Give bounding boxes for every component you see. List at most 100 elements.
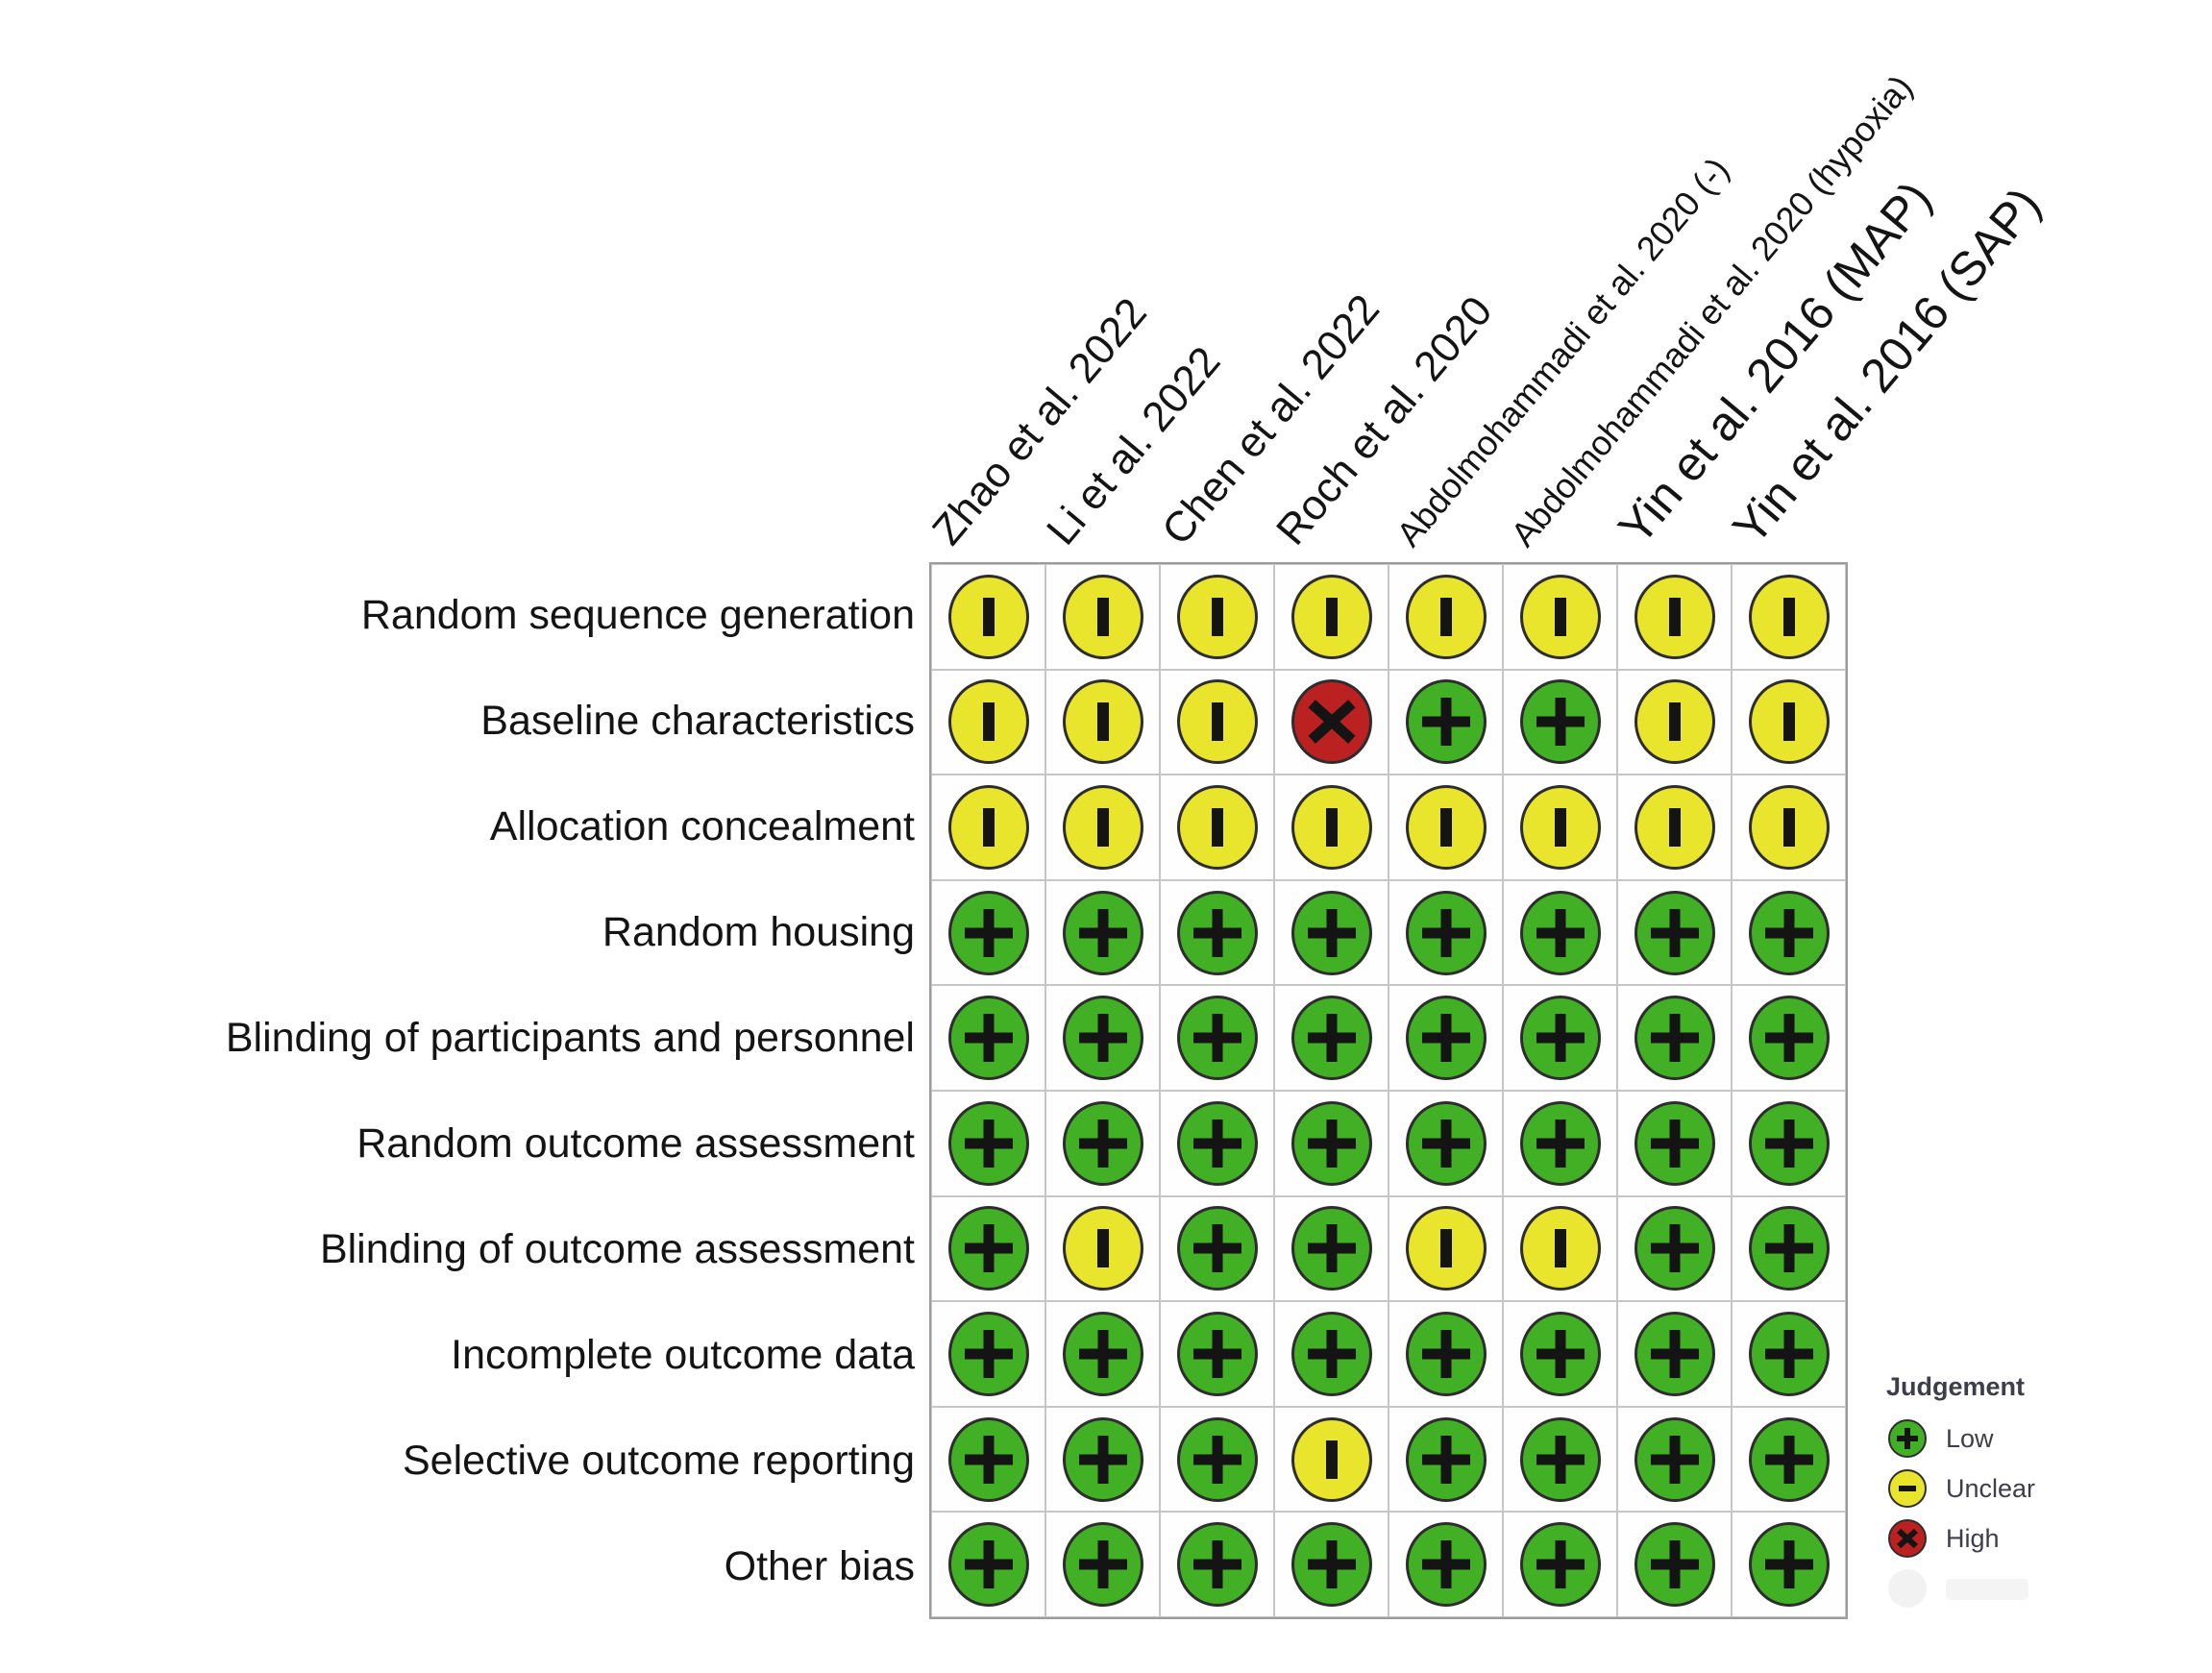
judgement-low-icon	[1634, 890, 1715, 975]
rob-cell-r7-c7	[1732, 1301, 1846, 1407]
judgement-low-icon	[1634, 1100, 1715, 1186]
rob-cell-r2-c5	[1503, 775, 1617, 880]
rob-cell-r2-c7	[1732, 775, 1846, 880]
judgement-low-icon	[1405, 1416, 1487, 1502]
row-label-domain-5: Random outcome assessment	[356, 1120, 915, 1167]
rob-cell-r9-c4	[1389, 1512, 1503, 1617]
rob-cell-r8-c7	[1732, 1406, 1846, 1513]
row-label-domain-0: Random sequence generation	[360, 592, 915, 638]
judgement-low-icon	[1290, 1311, 1372, 1396]
rob-cell-r3-c4	[1389, 879, 1503, 986]
rob-cell-r0-c5	[1503, 564, 1617, 670]
rob-cell-r9-c2	[1160, 1512, 1274, 1617]
row-label-domain-2: Allocation concealment	[489, 803, 915, 849]
rob-cell-r9-c0	[931, 1512, 1045, 1617]
rob-cell-r1-c4	[1389, 669, 1503, 775]
judgement-low-icon	[1405, 1522, 1487, 1608]
column-header-study-5: Abdolmohammadi et al. 2020 (hypoxia)	[1503, 67, 1921, 554]
judgement-low-icon	[1405, 679, 1487, 765]
legend-label-unclear: Unclear	[1946, 1474, 2036, 1503]
judgement-unclear-icon	[1519, 1206, 1601, 1292]
judgement-low-icon	[1176, 890, 1258, 975]
judgement-low-icon	[1062, 996, 1143, 1081]
rob-cell-r3-c2	[1160, 879, 1274, 986]
judgement-unclear-icon	[1519, 574, 1601, 659]
rob-cell-r4-c7	[1732, 985, 1846, 1091]
legend-ghost-label	[1946, 1579, 2028, 1600]
judgement-unclear-icon	[1405, 574, 1487, 659]
rob-cell-r6-c3	[1274, 1195, 1389, 1302]
rob-cell-r9-c7	[1732, 1512, 1846, 1617]
column-header-study-2: Chen et al. 2022	[1152, 285, 1389, 554]
rob-cell-r8-c3	[1274, 1406, 1389, 1513]
rob-cell-r8-c6	[1617, 1406, 1732, 1513]
judgement-low-icon	[1290, 890, 1372, 975]
judgement-low-icon	[1290, 1206, 1372, 1292]
judgement-low-icon	[1748, 1206, 1830, 1292]
rob-cell-r3-c0	[931, 879, 1045, 986]
rob-cell-r2-c0	[931, 775, 1045, 880]
judgement-unclear-icon	[1290, 784, 1372, 870]
judgement-low-icon	[1519, 679, 1601, 765]
judgement-unclear-icon	[1062, 784, 1143, 870]
rob-cell-r3-c6	[1617, 879, 1732, 986]
judgement-unclear-icon	[1634, 679, 1715, 765]
rob-cell-r4-c4	[1389, 985, 1503, 1091]
rob-cell-r2-c1	[1045, 775, 1160, 880]
rob-cell-r6-c0	[931, 1195, 1045, 1302]
rob-cell-r5-c1	[1045, 1090, 1160, 1196]
rob-cell-r7-c4	[1389, 1301, 1503, 1407]
rob-cell-r4-c0	[931, 985, 1045, 1091]
judgement-unclear-icon	[1062, 574, 1143, 659]
column-header-study-3: Roch et al. 2020	[1267, 287, 1502, 554]
judgement-low-icon	[1519, 1100, 1601, 1186]
judgement-low-icon	[1634, 1206, 1715, 1292]
row-label-domain-4: Blinding of participants and personnel	[225, 1015, 915, 1061]
rob-cell-r7-c2	[1160, 1301, 1274, 1407]
judgement-low-icon	[1405, 1311, 1487, 1396]
judgement-low-icon	[1062, 1522, 1143, 1608]
rob-cell-r7-c3	[1274, 1301, 1389, 1407]
rob-cell-r4-c3	[1274, 985, 1389, 1091]
rob-cell-r7-c1	[1045, 1301, 1160, 1407]
judgement-low-icon	[947, 1522, 1029, 1608]
rob-cell-r5-c2	[1160, 1090, 1274, 1196]
judgement-unclear-icon	[1405, 784, 1487, 870]
rob-cell-r5-c5	[1503, 1090, 1617, 1196]
rob-cell-r5-c3	[1274, 1090, 1389, 1196]
judgement-low-icon	[1176, 1100, 1258, 1186]
judgement-low-icon	[1290, 1100, 1372, 1186]
rob-cell-r6-c5	[1503, 1195, 1617, 1302]
rob-cell-r1-c7	[1732, 669, 1846, 775]
judgement-low-icon	[947, 1100, 1029, 1186]
judgement-unclear-icon	[1519, 784, 1601, 870]
rob-cell-r3-c1	[1045, 879, 1160, 986]
rob-cell-r4-c2	[1160, 985, 1274, 1091]
rob-cell-r9-c5	[1503, 1512, 1617, 1617]
rob-cell-r5-c7	[1732, 1090, 1846, 1196]
rob-cell-r8-c2	[1160, 1406, 1274, 1513]
judgement-low-icon	[947, 996, 1029, 1081]
legend-ghost-circle-icon	[1888, 1569, 1927, 1608]
rob-cell-r3-c3	[1274, 879, 1389, 986]
judgement-unclear-icon	[947, 574, 1029, 659]
rob-cell-r7-c0	[931, 1301, 1045, 1407]
judgement-low-icon	[1748, 1522, 1830, 1608]
rob-cell-r1-c5	[1503, 669, 1617, 775]
judgement-low-icon	[947, 1416, 1029, 1502]
row-label-domain-9: Other bias	[724, 1543, 915, 1589]
judgement-low-icon	[1634, 1522, 1715, 1608]
judgement-low-icon	[1519, 996, 1601, 1081]
rob-cell-r0-c1	[1045, 564, 1160, 670]
rob-cell-r6-c4	[1389, 1195, 1503, 1302]
judgement-unclear-icon	[1176, 574, 1258, 659]
rob-cell-r9-c1	[1045, 1512, 1160, 1617]
judgement-unclear-icon	[1634, 784, 1715, 870]
rob-cell-r4-c5	[1503, 985, 1617, 1091]
judgement-low-icon	[947, 1311, 1029, 1396]
judgement-low-icon	[1405, 996, 1487, 1081]
row-label-domain-8: Selective outcome reporting	[402, 1438, 915, 1484]
rob-cell-r6-c6	[1617, 1195, 1732, 1302]
rob-cell-r0-c4	[1389, 564, 1503, 670]
